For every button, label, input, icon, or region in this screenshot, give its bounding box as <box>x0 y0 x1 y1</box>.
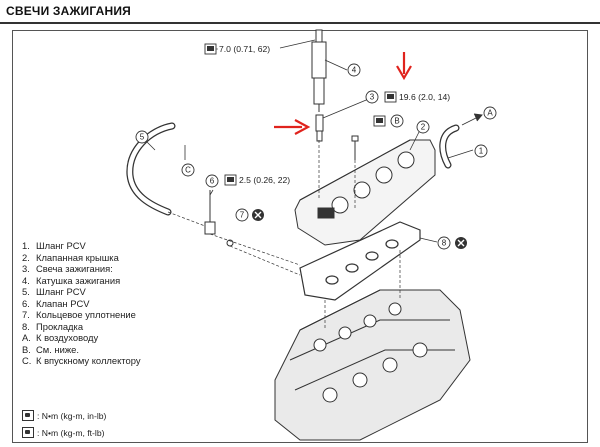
svg-text:A: A <box>487 109 493 118</box>
gasket <box>299 221 421 301</box>
callout-7: 7 <box>235 208 249 222</box>
callout-b: B <box>390 114 404 128</box>
legend-key: B. <box>22 343 31 355</box>
red-arrow-down <box>396 52 412 81</box>
torque-icon <box>384 91 397 103</box>
torque-icon <box>22 427 34 438</box>
torque-value-1: 7.0 (0.71, 62) <box>219 44 270 54</box>
legend-key: C. <box>22 355 32 366</box>
torque-value-3: 2.5 (0.26, 22) <box>239 175 290 185</box>
callout-1: 1 <box>474 144 488 158</box>
legend-item: B. См. ниже. <box>22 344 141 356</box>
legend-text: К воздуховоду <box>36 332 99 343</box>
legend-item: 5. Шланг PCV <box>22 286 141 298</box>
legend-text: Прокладка <box>36 320 84 332</box>
valve-cover <box>294 139 436 246</box>
legend-text: Клапан PCV <box>36 297 90 309</box>
ignition-coil <box>311 29 327 112</box>
legend-item: 3. Свеча зажигания: <box>22 263 141 275</box>
unit-note-in-lb: : N•m (kg-m, in-lb) <box>22 410 106 421</box>
legend-key: 8. <box>22 320 30 332</box>
page-title: СВЕЧИ ЗАЖИГАНИЯ <box>6 4 132 18</box>
replace-icon <box>252 209 264 221</box>
legend-key: 6. <box>22 297 30 309</box>
svg-text:8: 8 <box>442 239 447 248</box>
unit-note-ft-lb: : N•m (kg-m, ft-lb) <box>22 427 104 438</box>
svg-text:5: 5 <box>140 133 145 142</box>
torque-icon <box>224 174 237 186</box>
red-arrow-right <box>274 119 311 135</box>
pcv-valve <box>204 190 216 235</box>
callout-2: 2 <box>416 120 430 134</box>
svg-text:1: 1 <box>479 147 484 156</box>
legend-item: 1. Шланг PCV <box>22 240 141 252</box>
legend-item: A. К воздуховоду <box>22 332 141 344</box>
svg-text:6: 6 <box>210 177 215 186</box>
callout-5: 5 <box>135 130 149 144</box>
legend-item: C. К впускному коллектору <box>22 355 141 367</box>
svg-text:7: 7 <box>240 211 245 220</box>
callout-c: C <box>181 163 195 177</box>
legend-item: 6. Клапан PCV <box>22 298 141 310</box>
legend-text: Клапанная крышка <box>36 251 119 263</box>
legend-key: 7. <box>22 309 30 320</box>
callout-8: 8 <box>437 236 451 250</box>
replace-icon <box>455 237 467 249</box>
callout-a: A <box>483 106 497 120</box>
legend-item: 2. Клапанная крышка <box>22 252 141 264</box>
parts-legend: 1. Шланг PCV 2. Клапанная крышка 3. Свеча заж… <box>22 240 141 367</box>
callout-6: 6 <box>205 174 219 188</box>
svg-text:C: C <box>185 166 191 175</box>
legend-text: Шланг PCV <box>36 240 86 251</box>
torque-value-2: 19.6 (2.0, 14) <box>399 92 450 102</box>
diagram-frame <box>12 30 588 443</box>
callout-4: 4 <box>347 63 361 77</box>
legend-item: 4. Катушка зажигания <box>22 275 141 287</box>
legend-text: Катушка зажигания <box>36 274 121 286</box>
svg-text:3: 3 <box>370 93 375 102</box>
legend-text: См. ниже. <box>36 343 79 355</box>
legend-key: 3. <box>22 263 30 274</box>
legend-item: 7. Кольцевое уплотнение <box>22 309 141 321</box>
svg-text:4: 4 <box>352 66 357 75</box>
torque-icon <box>22 410 34 421</box>
legend-key: 2. <box>22 251 30 263</box>
legend-key: A. <box>22 332 31 343</box>
legend-key: 5. <box>22 286 30 297</box>
legend-key: 1. <box>22 240 30 251</box>
torque-icon <box>204 43 217 55</box>
svg-text:B: B <box>394 117 399 126</box>
callout-3: 3 <box>365 90 379 104</box>
legend-key: 4. <box>22 274 30 286</box>
legend-text: Кольцевое уплотнение <box>36 309 136 320</box>
spark-plug <box>315 114 324 142</box>
cover-bolts <box>351 135 359 160</box>
torque-icon <box>373 115 386 127</box>
legend-text: Шланг PCV <box>36 286 86 297</box>
svg-text:2: 2 <box>421 123 426 132</box>
section-header: СВЕЧИ ЗАЖИГАНИЯ <box>0 0 600 24</box>
cylinder-head <box>274 289 471 441</box>
legend-item: 8. Прокладка <box>22 321 141 333</box>
legend-text: Свеча зажигания: <box>36 263 113 274</box>
legend-text: К впускному коллектору <box>36 355 141 366</box>
